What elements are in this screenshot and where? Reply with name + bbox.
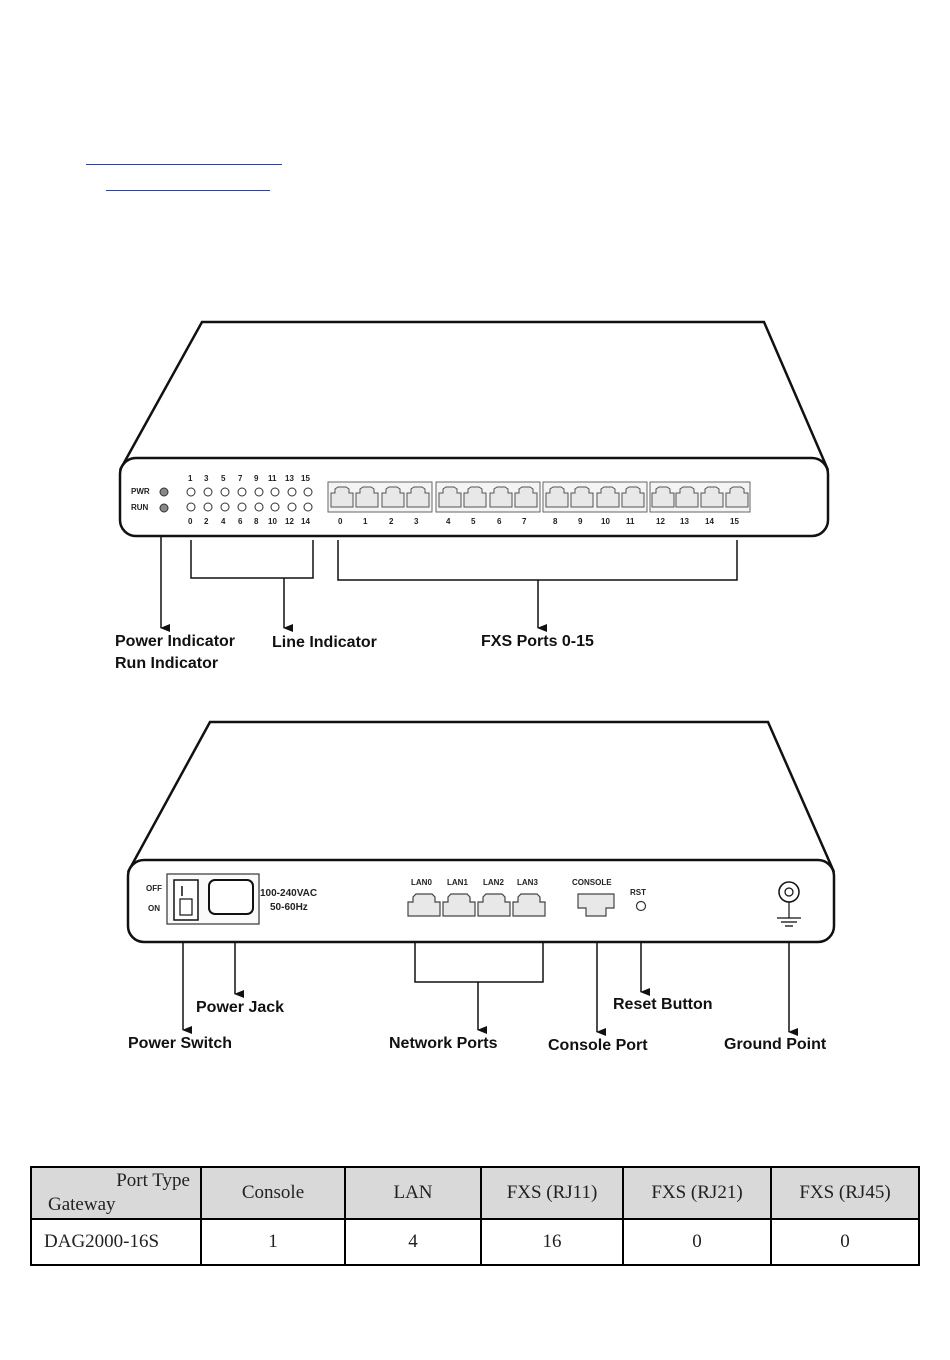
fxs-port-number: 10: [601, 517, 610, 526]
header-lan: LAN: [344, 1166, 482, 1220]
pwr-label: PWR: [131, 487, 150, 496]
led-number-bottom: 8: [254, 517, 259, 526]
power-indicator-label: Power Indicator: [115, 633, 235, 650]
led-number-top: 3: [204, 474, 209, 483]
lan-label: LAN0: [411, 878, 432, 887]
led-number-top: 1: [188, 474, 193, 483]
fxs-ports-label: FXS Ports 0-15: [481, 633, 594, 650]
led-number-top: 9: [254, 474, 259, 483]
table-cell: 4: [344, 1218, 482, 1266]
run-label: RUN: [131, 503, 149, 512]
led-number-top: 7: [238, 474, 243, 483]
fxs-port-number: 4: [446, 517, 451, 526]
table-header-row: Port Type Gateway Console LAN FXS (RJ11)…: [30, 1166, 920, 1220]
rear-callout-lines: [182, 942, 798, 1036]
power-switch-label: Power Switch: [128, 1035, 232, 1052]
table-corner-cell: Port Type Gateway: [30, 1166, 202, 1220]
fxs-port-number: 12: [656, 517, 665, 526]
ground-point: [777, 881, 801, 927]
led-number-bottom: 14: [301, 517, 310, 526]
led-number-bottom: 12: [285, 517, 294, 526]
run-indicator-label: Run Indicator: [115, 655, 218, 672]
front-device-top: [118, 320, 830, 471]
table-cell: 0: [770, 1218, 920, 1266]
fxs-port-number: 1: [363, 517, 368, 526]
fxs-port-number: 13: [680, 517, 689, 526]
console-port[interactable]: [577, 893, 615, 917]
fxs-port-number: 11: [626, 517, 635, 526]
on-label: ON: [148, 904, 160, 913]
console-port-label: Console Port: [548, 1037, 648, 1054]
table-cell: 16: [480, 1218, 624, 1266]
fxs-port-number: 7: [522, 517, 527, 526]
power-jack[interactable]: [208, 879, 254, 915]
header-fxs-rj21: FXS (RJ21): [622, 1166, 772, 1220]
lan-label: LAN2: [483, 878, 504, 887]
rear-panel: OFF ON 100-240VAC 50-60Hz LAN0 LAN1 LAN2…: [126, 720, 836, 1054]
fxs-port-number: 2: [389, 517, 394, 526]
console-label: CONSOLE: [572, 878, 612, 887]
reset-button[interactable]: [635, 900, 647, 912]
lan-label: LAN1: [447, 878, 468, 887]
header-fxs-rj11: FXS (RJ11): [480, 1166, 624, 1220]
fxs-port-number: 8: [553, 517, 558, 526]
fxs-port-number: 15: [730, 517, 739, 526]
gateway-cell: DAG2000-16S: [30, 1218, 202, 1266]
led-number-bottom: 0: [188, 517, 193, 526]
led-number-bottom: 10: [268, 517, 277, 526]
off-label: OFF: [146, 884, 162, 893]
led-number-bottom: 2: [204, 517, 209, 526]
port-type-table: Port Type Gateway Console LAN FXS (RJ11)…: [30, 1166, 920, 1266]
header-fxs-rj45: FXS (RJ45): [770, 1166, 920, 1220]
table-row: DAG2000-16S 1 4 16 0 0: [30, 1218, 920, 1266]
fxs-port-number: 6: [497, 517, 502, 526]
hyperlink-underline-2[interactable]: [106, 190, 270, 191]
led-number-top: 15: [301, 474, 310, 483]
line-indicator-leds: 1 3 5 7 9 11 13 15 0 2 4: [186, 474, 313, 526]
fxs-port-number: 0: [338, 517, 343, 526]
rear-device-top: [126, 720, 836, 873]
ground-point-label: Ground Point: [724, 1036, 827, 1053]
fxs-ports: 0 1 2 3 4 5 6 7 8 9 10 11 12 13 14 15: [327, 481, 751, 526]
frequency-label: 50-60Hz: [270, 902, 308, 913]
fxs-port-number: 3: [414, 517, 419, 526]
rst-label: RST: [630, 888, 646, 897]
fxs-port-number: 14: [705, 517, 714, 526]
corner-port-type: Port Type: [116, 1170, 190, 1191]
table-cell: 0: [622, 1218, 772, 1266]
line-indicator-label: Line Indicator: [272, 634, 377, 651]
voltage-label: 100-240VAC: [260, 888, 317, 899]
corner-gateway: Gateway: [48, 1194, 116, 1215]
front-panel: PWR RUN 1 3 5 7 9 11 13 15: [115, 320, 830, 672]
lan-ports: LAN0 LAN1 LAN2 LAN3: [407, 878, 546, 917]
rear-device-face: [126, 858, 836, 944]
run-led: [159, 503, 169, 513]
reset-button-label: Reset Button: [613, 996, 713, 1013]
front-callout-lines: [160, 536, 738, 632]
led-number-top: 5: [221, 474, 226, 483]
led-number-bottom: 6: [238, 517, 243, 526]
hyperlink-underline-1[interactable]: [86, 164, 282, 165]
header-console: Console: [200, 1166, 346, 1220]
power-led: [159, 487, 169, 497]
led-number-bottom: 4: [221, 517, 226, 526]
lan-label: LAN3: [517, 878, 538, 887]
fxs-port-number: 5: [471, 517, 476, 526]
led-number-top: 13: [285, 474, 294, 483]
network-ports-label: Network Ports: [389, 1035, 498, 1052]
power-jack-label: Power Jack: [196, 999, 284, 1016]
table-cell: 1: [200, 1218, 346, 1266]
led-number-top: 11: [268, 474, 277, 483]
fxs-port-number: 9: [578, 517, 583, 526]
